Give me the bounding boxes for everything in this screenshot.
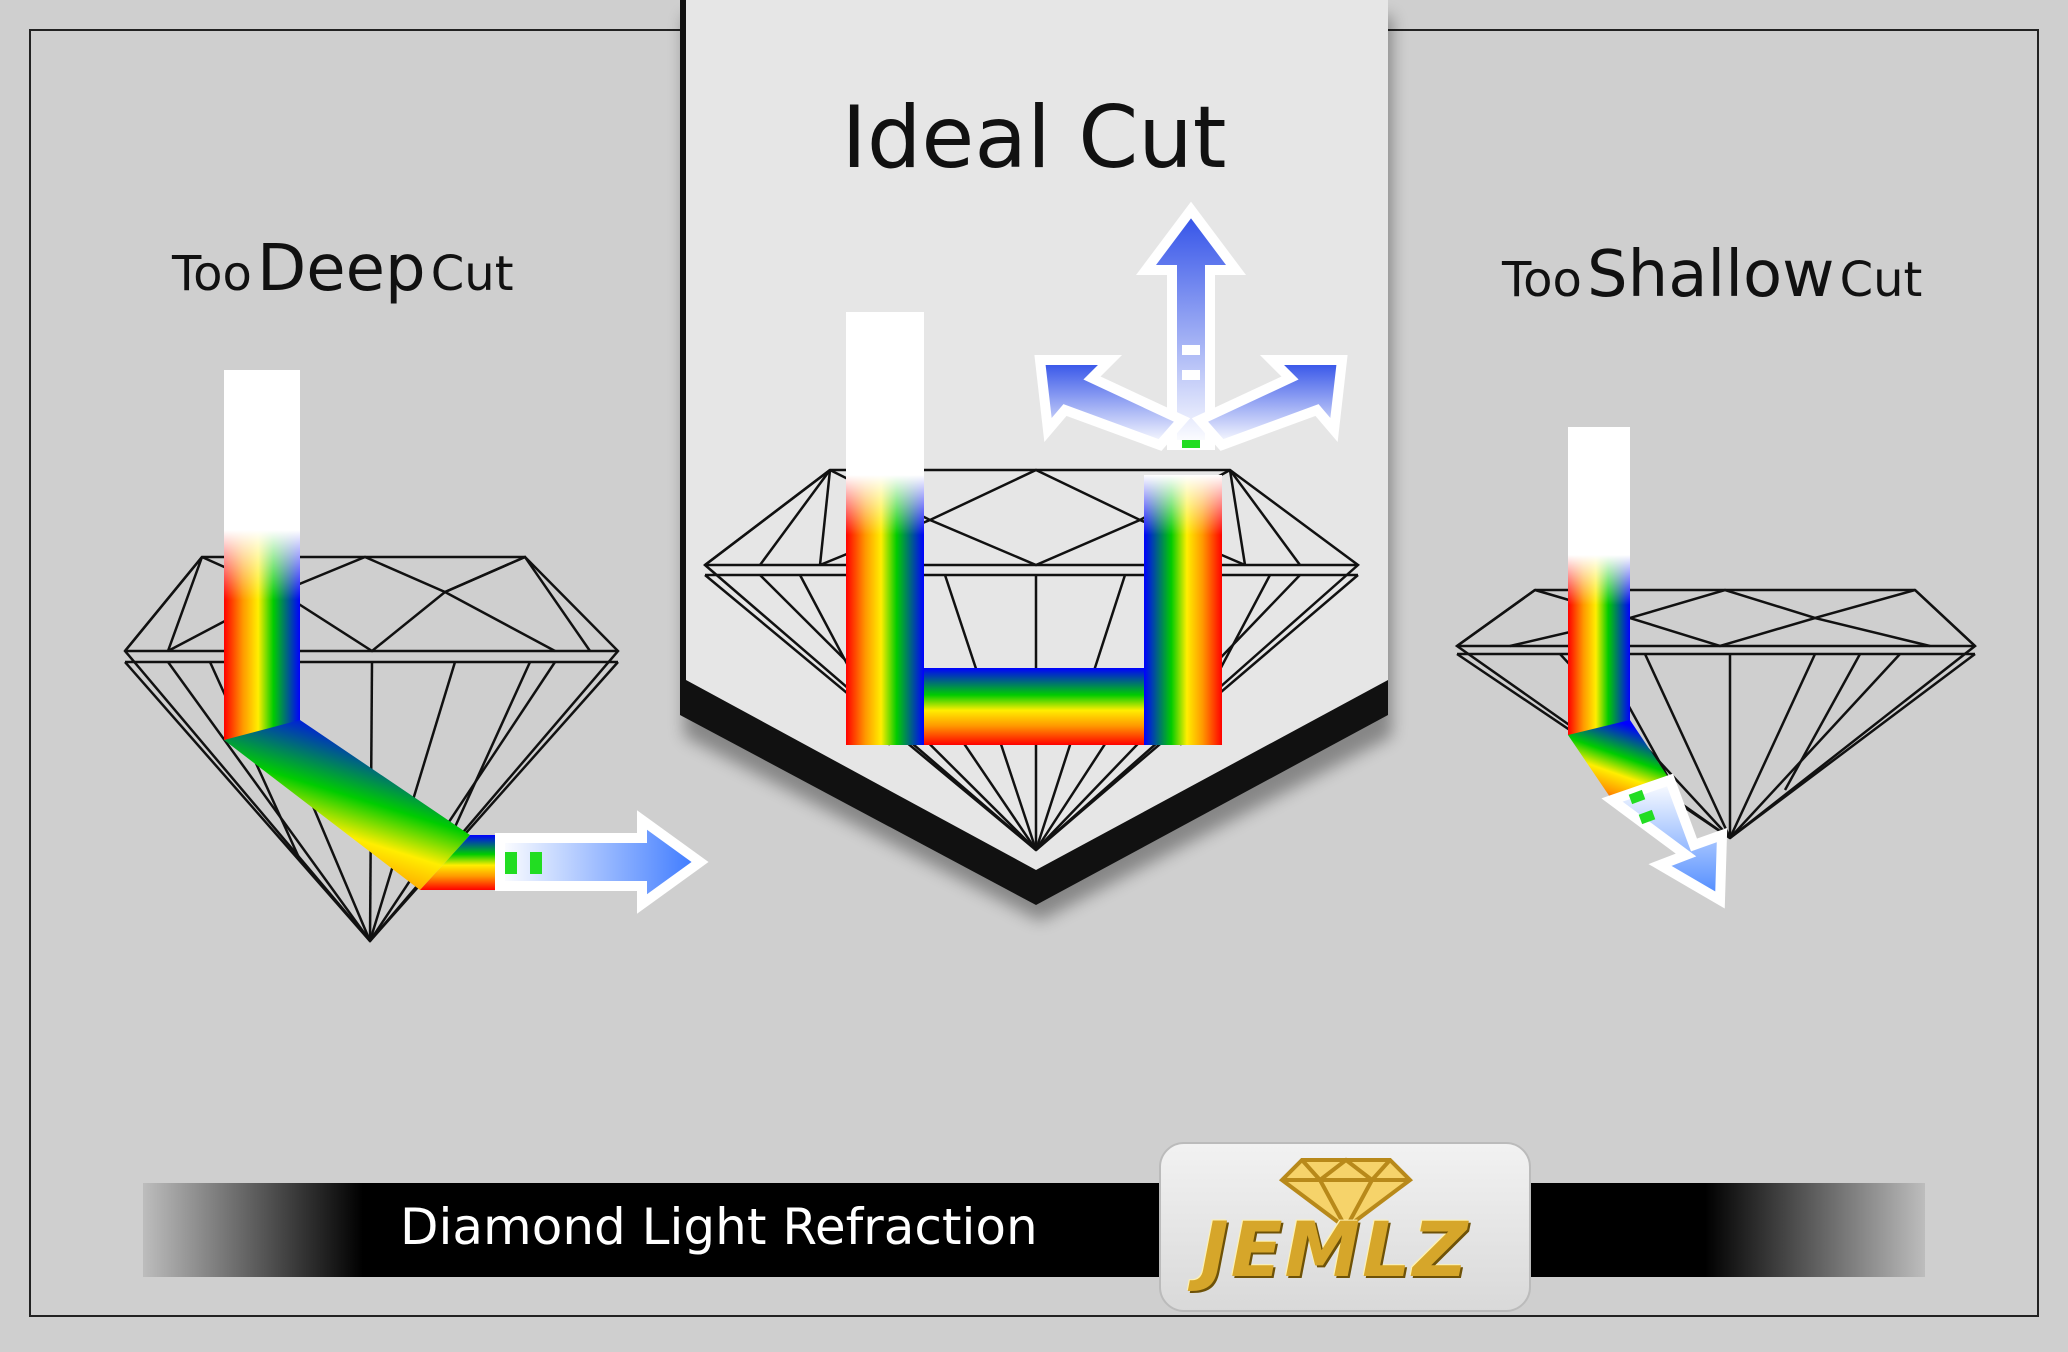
footer-title: Diamond Light Refraction	[400, 1198, 1038, 1256]
label-too-deep-cut: Too Deep Cut	[172, 232, 514, 306]
deep-light-path	[224, 370, 709, 914]
footer-bar	[143, 1183, 1925, 1277]
brand-logo: JEMLZ	[1200, 1205, 1470, 1294]
label-deep-suffix: Cut	[430, 246, 514, 302]
label-shallow-prefix: Too	[1502, 252, 1582, 308]
shallow-light-path	[1568, 427, 1728, 909]
label-deep-emphasis: Deep	[257, 232, 426, 306]
label-too-shallow-cut: Too Shallow Cut	[1502, 238, 1922, 312]
ideal-light-path	[846, 201, 1348, 745]
label-deep-prefix: Too	[172, 246, 252, 302]
title-ideal-cut: Ideal Cut	[841, 88, 1227, 188]
diamond-icon	[1278, 1157, 1414, 1233]
label-shallow-suffix: Cut	[1839, 252, 1923, 308]
shallow-diamond	[1454, 588, 1977, 840]
label-shallow-emphasis: Shallow	[1587, 238, 1835, 312]
logo-panel	[1159, 1142, 1531, 1312]
